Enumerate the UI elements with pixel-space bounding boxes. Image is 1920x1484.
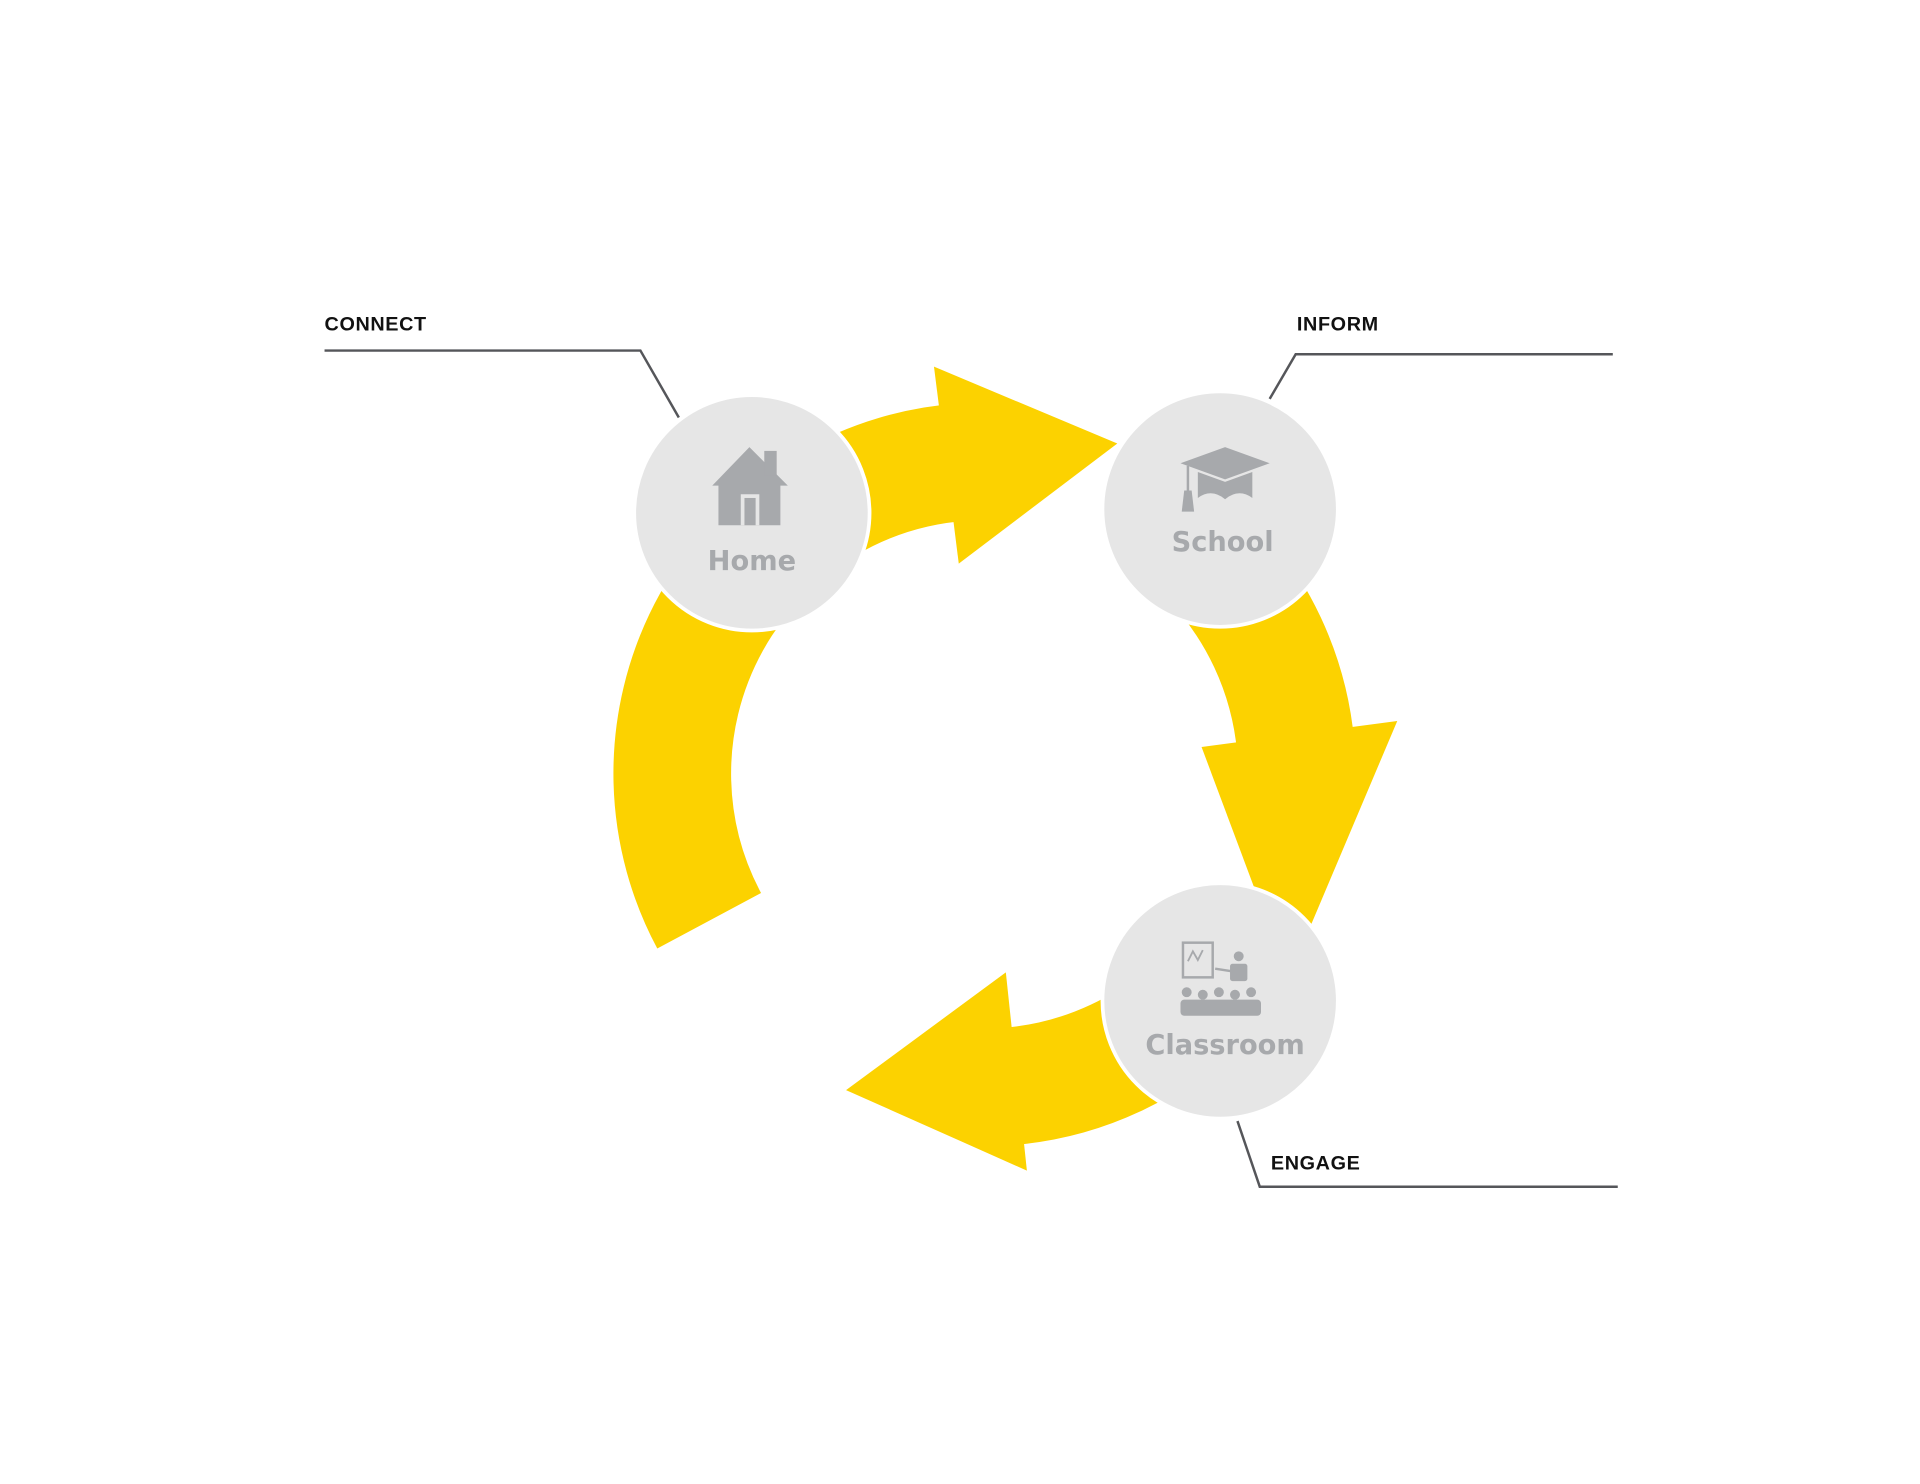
arrowhead-home-to-school <box>933 366 1118 564</box>
node-home: Home <box>632 393 872 633</box>
engage-leader-line <box>1236 1120 1618 1188</box>
inform-leader-line <box>1268 353 1613 400</box>
engage-label: ENGAGE <box>1271 1152 1361 1174</box>
teacher-classroom-icon <box>1180 941 1262 1016</box>
inform-label: INFORM <box>1297 314 1379 336</box>
home-label: Home <box>708 546 796 577</box>
connect-leader-line <box>324 349 680 419</box>
connect-label: CONNECT <box>325 314 427 336</box>
house-icon <box>712 447 788 526</box>
node-school: School <box>1100 389 1340 629</box>
classroom-label: Classroom <box>1145 1030 1304 1061</box>
school-circle <box>1100 389 1340 629</box>
school-label: School <box>1172 527 1274 558</box>
node-classroom: Classroom <box>1100 881 1340 1121</box>
graduation-cap-icon <box>1180 447 1270 512</box>
arrowhead-classroom-to-home <box>846 972 1027 1171</box>
arrowhead-school-to-classroom <box>1201 720 1398 979</box>
